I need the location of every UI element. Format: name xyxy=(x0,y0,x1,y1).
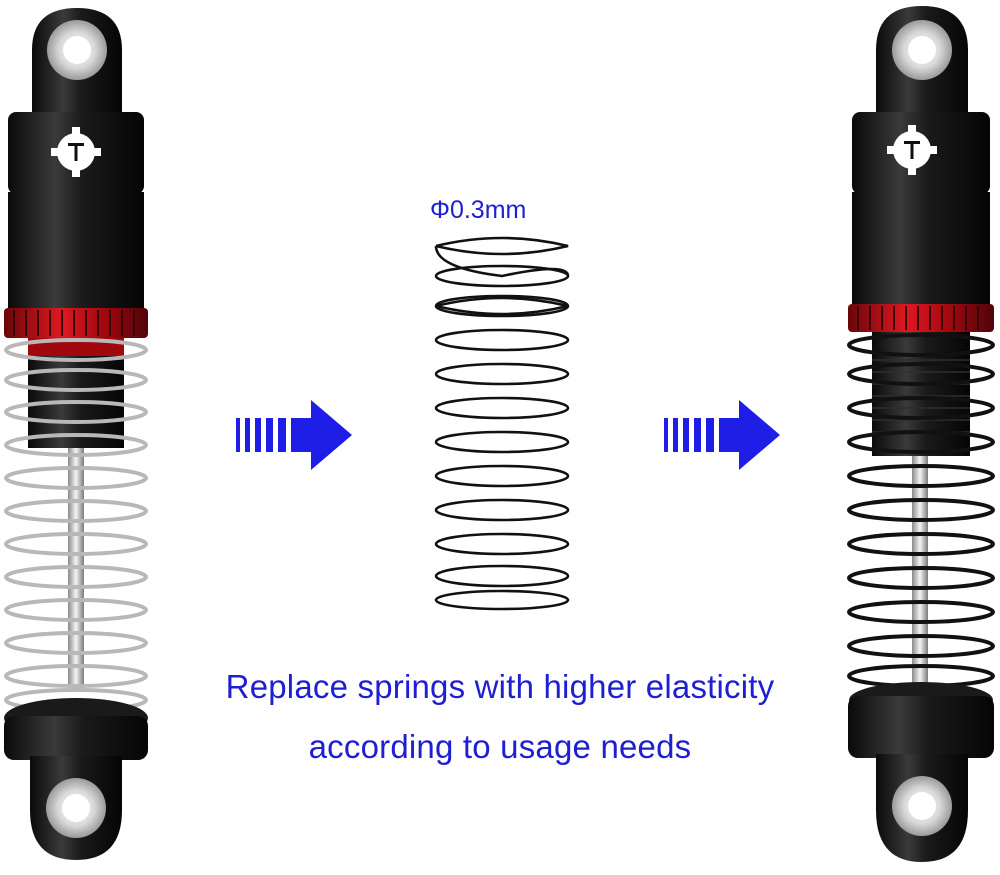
arrow-right-icon xyxy=(236,400,352,470)
right-black-spring xyxy=(847,333,995,688)
left-logo-gear-icon xyxy=(51,127,101,177)
right-logo-gear-icon xyxy=(887,125,937,175)
center-black-spring xyxy=(434,236,570,611)
right-threaded-body xyxy=(872,332,970,456)
left-shock-absorber xyxy=(4,8,148,860)
right-red-collar xyxy=(848,304,994,332)
left-bottom-cap xyxy=(4,716,148,760)
left-red-collar xyxy=(4,308,148,338)
left-body xyxy=(8,192,144,310)
right-shock-absorber xyxy=(847,6,995,862)
spring-wire-diameter-label: Φ0.3mm xyxy=(430,196,527,224)
right-bottom-cap xyxy=(848,696,994,758)
right-piston-rod xyxy=(912,456,928,686)
right-body xyxy=(852,192,990,306)
caption-line-2: according to usage needs xyxy=(308,728,692,765)
arrow-right-icon xyxy=(664,400,780,470)
caption-line-1: Replace springs with higher elasticity xyxy=(225,668,775,705)
left-silver-spring xyxy=(4,338,148,712)
